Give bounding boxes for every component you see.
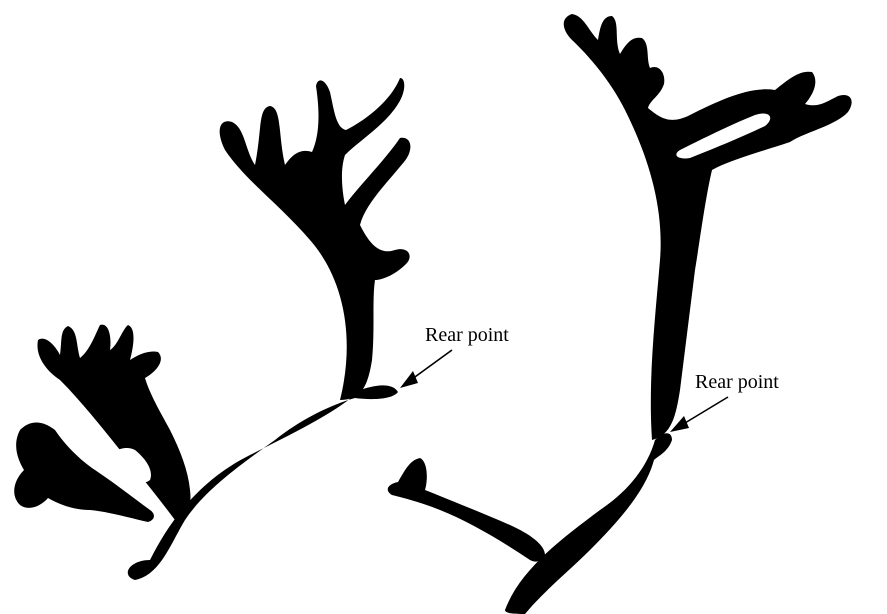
right-callout-arrow-line xyxy=(680,397,728,426)
left-rear-point-label: Rear point xyxy=(425,324,509,346)
right-antler-rear-point-callout: Rear point xyxy=(670,371,779,432)
right-antler-brow-tine xyxy=(388,458,545,562)
left-antler-upper-beam xyxy=(220,78,411,400)
right-antler-beam xyxy=(505,433,672,614)
left-callout-arrow-head xyxy=(400,371,418,388)
right-rear-point-label: Rear point xyxy=(695,371,779,393)
right-antler: Rear point xyxy=(388,14,852,614)
left-antler-rear-point-callout: Rear point xyxy=(400,324,509,388)
